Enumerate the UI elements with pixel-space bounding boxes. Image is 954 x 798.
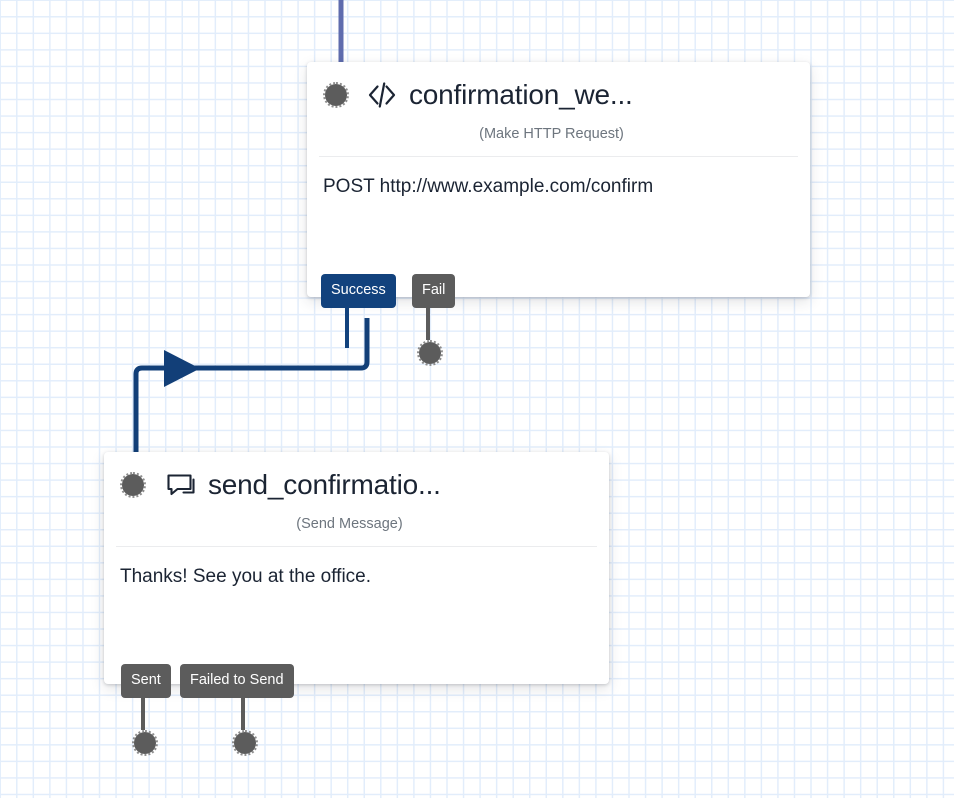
output-port-sent-stem xyxy=(141,697,145,730)
output-port-sent-label[interactable]: Sent xyxy=(121,664,171,698)
node-title: send_confirmatio... xyxy=(208,468,441,500)
output-port-success-label[interactable]: Success xyxy=(321,274,396,308)
node-subtitle: (Send Message) xyxy=(296,516,403,532)
node-subtitle: (Make HTTP Request) xyxy=(479,126,624,142)
node-divider xyxy=(116,546,597,547)
output-port-failed-to-send-stem xyxy=(241,697,245,730)
input-port[interactable] xyxy=(120,472,146,498)
output-port-sent-knob[interactable] xyxy=(132,729,158,756)
node-body: Thanks! See you at the office. xyxy=(120,566,372,587)
edge-arrowhead-icon xyxy=(164,350,200,387)
node-card-send-confirmation[interactable]: send_confirmatio... (Send Message) Thank… xyxy=(104,452,609,756)
output-port-failed-to-send-knob[interactable] xyxy=(232,729,258,756)
node-card-confirmation-webhook[interactable]: confirmation_we... (Make HTTP Request) P… xyxy=(307,62,810,366)
output-port-failed-to-send-label[interactable]: Failed to Send xyxy=(180,664,294,698)
node-title: confirmation_we... xyxy=(409,78,633,110)
input-port[interactable] xyxy=(323,82,349,108)
node-header: send_confirmatio... xyxy=(104,452,609,502)
output-port-fail-stem xyxy=(426,307,430,340)
code-icon xyxy=(365,78,399,112)
output-port-fail-label[interactable]: Fail xyxy=(412,274,456,308)
node-header: confirmation_we... xyxy=(307,62,810,112)
output-port-success[interactable]: Success xyxy=(321,274,396,348)
output-port-success-stem xyxy=(345,307,349,348)
output-port-fail[interactable]: Fail xyxy=(412,274,456,366)
node-body: POST http://www.example.com/confirm xyxy=(323,176,654,197)
output-port-fail-knob[interactable] xyxy=(417,339,443,366)
node-divider xyxy=(319,156,798,157)
output-port-failed-to-send[interactable]: Failed to Send xyxy=(180,664,294,756)
message-icon xyxy=(164,468,198,502)
output-port-sent[interactable]: Sent xyxy=(121,664,171,756)
